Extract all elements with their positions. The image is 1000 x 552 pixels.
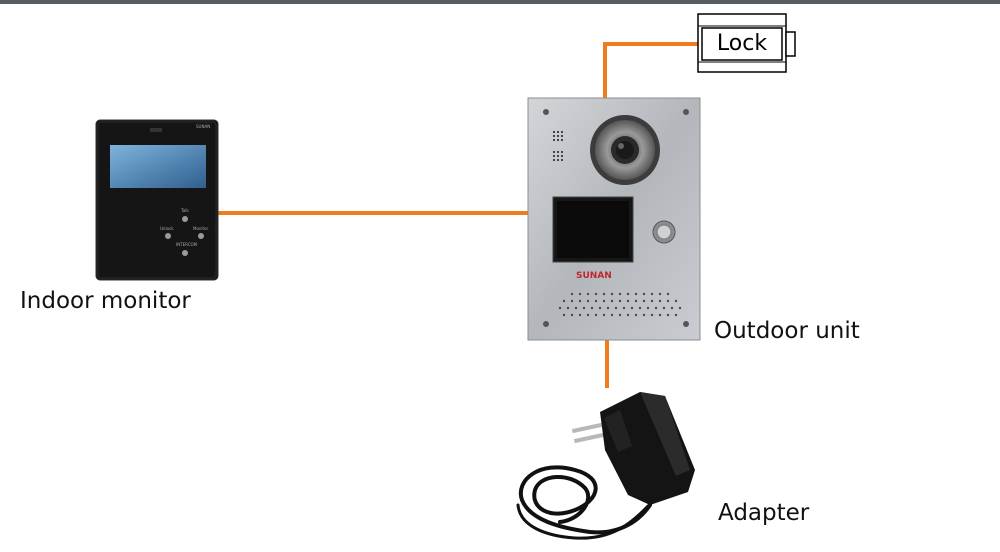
top-border (0, 0, 1000, 4)
monitor-talk-label: Talk (180, 208, 189, 213)
indoor-monitor-image: SUNAN Talk Unlock Monitor INTERCOM (95, 119, 219, 281)
outdoor-unit-image: SUNAN (527, 97, 701, 341)
adapter-label: Adapter (718, 500, 810, 526)
speaker-grille (558, 292, 682, 317)
adapter-image (516, 392, 695, 540)
wires (218, 42, 698, 388)
outdoor-unit-label: Outdoor unit (714, 318, 860, 344)
monitor-unlock-label: Unlock (160, 226, 174, 231)
lock-label: Lock (716, 31, 768, 56)
monitor-intercom-label: INTERCOM (176, 242, 198, 247)
outdoor-brand: SUNAN (576, 271, 612, 281)
lock-icon (697, 13, 796, 73)
monitor-brand: SUNAN (196, 124, 210, 129)
monitor-monitor-label: Monitor (193, 226, 209, 231)
indoor-monitor-label: Indoor monitor (20, 288, 191, 314)
wire-outdoor-to-lock (603, 42, 698, 98)
